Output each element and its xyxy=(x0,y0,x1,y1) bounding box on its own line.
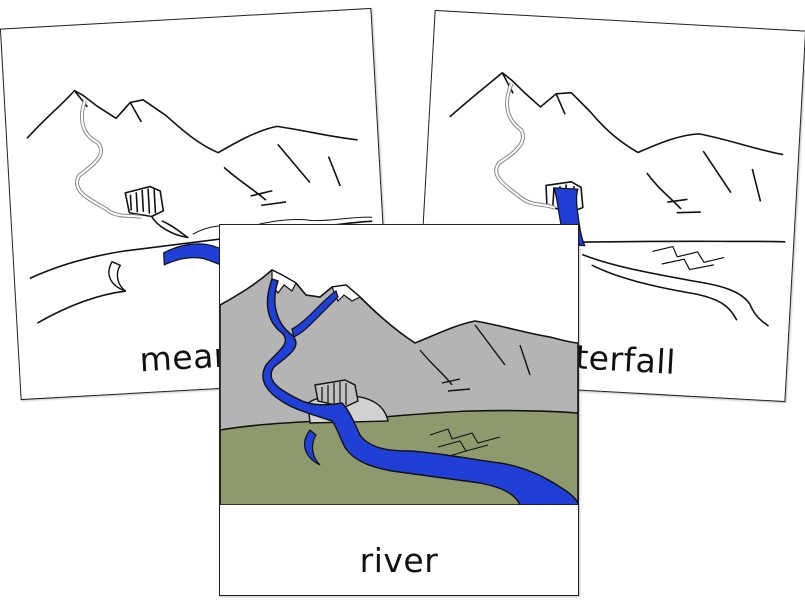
nomenclature-card-meander: meander xyxy=(0,7,393,401)
river-landscape-illustration xyxy=(220,269,578,505)
nomenclature-card-river: river xyxy=(219,224,579,596)
meander-landscape-illustration xyxy=(26,89,373,324)
card-label-river: river xyxy=(359,541,439,580)
